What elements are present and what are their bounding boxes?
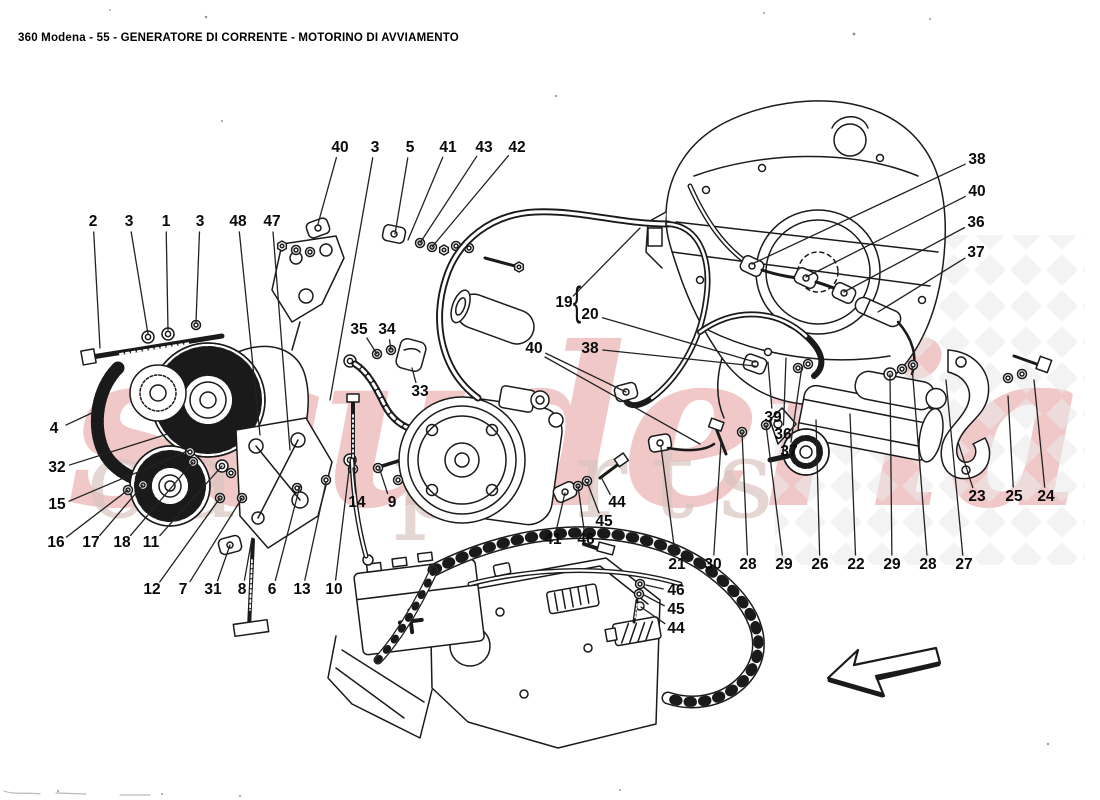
leader-lines: [65, 154, 1046, 625]
midright-hardware: [550, 452, 630, 505]
starter-motor: [647, 349, 1053, 480]
scan-noise: [57, 9, 1050, 797]
mount-bracket: [214, 393, 496, 638]
scan-smudge: [3, 790, 151, 796]
page-title: 360 Modena - 55 - GENERATORE DI CORRENTE…: [18, 32, 459, 44]
spacer-cylinder: [450, 289, 535, 345]
upper-bracket-hardware: [80, 215, 525, 366]
bottom-assembly: [327, 457, 765, 749]
wiring-harness-top: [436, 208, 825, 409]
group-brace: {: [572, 280, 582, 325]
direction-arrow-icon: [826, 646, 942, 698]
cable-terminal: [343, 337, 427, 434]
compressor: [392, 385, 564, 526]
